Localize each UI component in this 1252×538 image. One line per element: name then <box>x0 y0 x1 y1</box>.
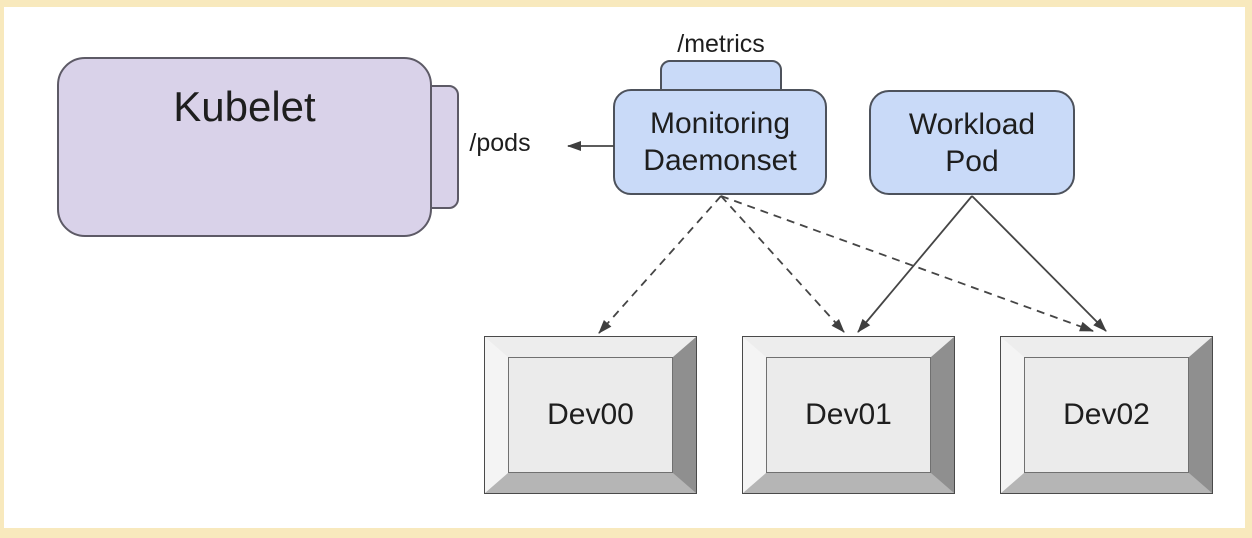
metrics-endpoint-label: /metrics <box>677 30 765 58</box>
device-dev00-box: Dev00 <box>484 336 697 494</box>
device-dev02-label: Dev02 <box>1063 398 1150 431</box>
device-dev02-box: Dev02 <box>1000 336 1213 494</box>
pods-endpoint-label: /pods <box>469 129 531 157</box>
kubelet-node: Kubelet <box>57 57 432 237</box>
kubelet-label: Kubelet <box>173 83 316 130</box>
monitoring-daemonset-label-line1: Monitoring <box>649 107 791 140</box>
monitoring-daemonset-node: Monitoring Daemonset <box>613 89 827 195</box>
device-dev01-box: Dev01 <box>742 336 955 494</box>
device-dev02-face: Dev02 <box>1024 357 1189 473</box>
device-dev00-face: Dev00 <box>508 357 673 473</box>
monitoring-daemonset-label-line2: Daemonset <box>643 144 797 177</box>
device-dev00-label: Dev00 <box>547 398 634 431</box>
workload-pod-label-line2: Pod <box>945 144 999 178</box>
device-dev01-label: Dev01 <box>805 398 892 431</box>
workload-pod-node: Workload Pod <box>869 90 1075 195</box>
device-dev01-face: Dev01 <box>766 357 931 473</box>
workload-pod-label-line1: Workload <box>908 107 1036 141</box>
